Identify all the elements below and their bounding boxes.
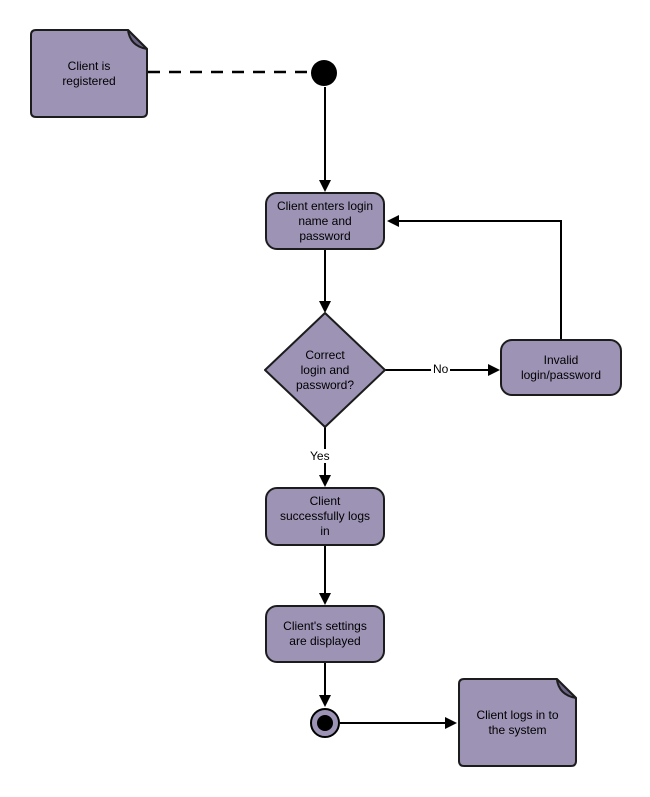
note-client-logs-in: Client logs in to the system [458,678,577,767]
activity-invalid-login: Invalid login/password [500,339,622,396]
note-shape-icon [458,678,577,767]
activity-settings-displayed: Client's settings are displayed [265,605,385,663]
edge-label-no: No [431,362,451,376]
arrowhead-down-icon [319,301,331,313]
arrowhead-right-icon [488,364,500,376]
note-text: Client is registered [62,58,116,88]
decision-correct-login: Correct login and password? [263,311,387,429]
arrowhead-down-icon [319,593,331,605]
decision-label: Correct login and password? [295,347,355,392]
final-node [310,708,340,738]
arrowhead-right-icon [445,717,457,729]
activity-enter-credentials: Client enters login name and password [265,192,385,250]
note-text: Client logs in to the system [476,707,559,737]
note-client-registered: Client is registered [30,29,148,118]
initial-node [311,60,337,86]
note-shape-icon [30,29,148,118]
edge-label-yes: Yes [308,449,332,463]
arrowhead-left-icon [387,215,399,227]
arrowhead-down-icon [319,180,331,192]
activity-successful-login: Client successfully logs in [265,487,385,546]
edge-invalid-to-enter-feedback [390,220,562,339]
arrowhead-down-icon [319,695,331,707]
final-node-core [317,715,333,731]
arrowhead-down-icon [319,475,331,487]
decision-diamond-icon [264,312,386,428]
